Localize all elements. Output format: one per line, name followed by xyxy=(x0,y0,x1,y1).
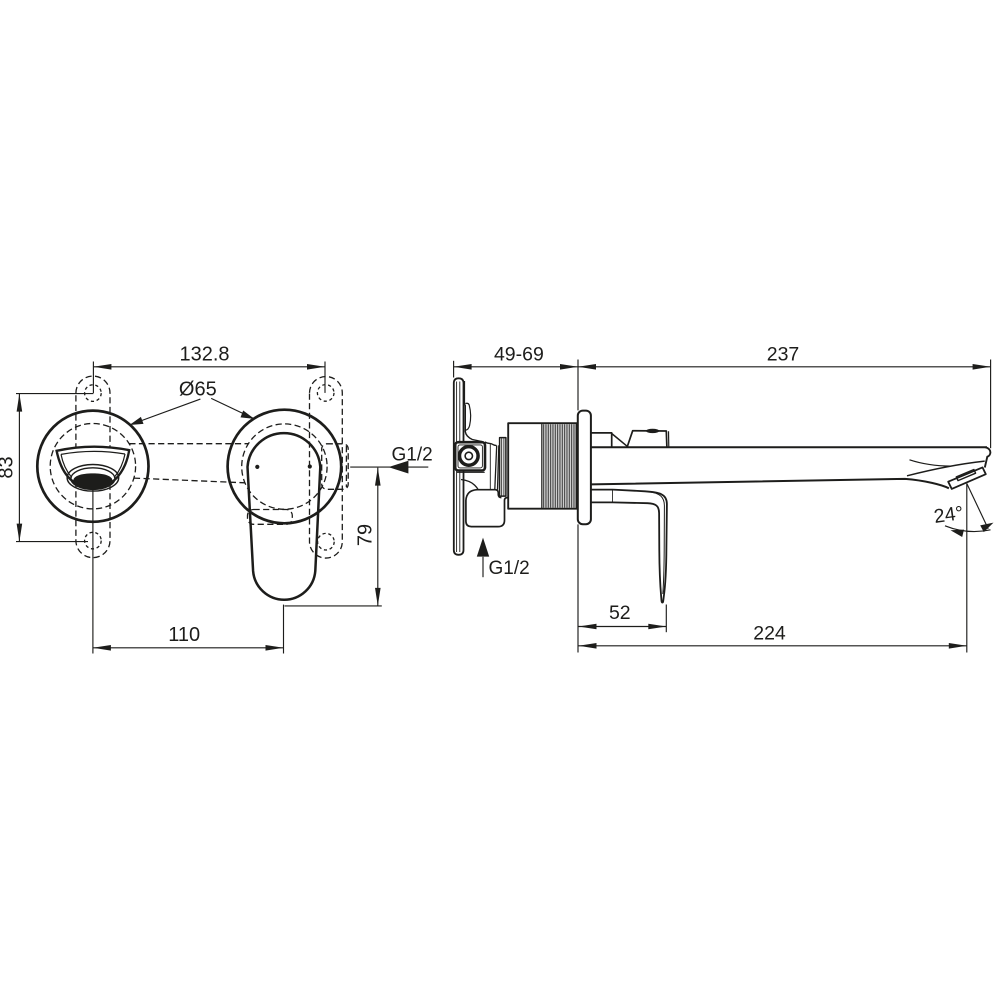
svg-text:49-69: 49-69 xyxy=(494,343,544,365)
svg-text:83: 83 xyxy=(0,456,18,478)
svg-text:132.8: 132.8 xyxy=(179,344,229,366)
svg-text:52: 52 xyxy=(609,602,631,624)
svg-text:G1/2: G1/2 xyxy=(489,558,530,579)
svg-text:G1/2: G1/2 xyxy=(392,444,433,465)
svg-text:224: 224 xyxy=(753,623,786,645)
svg-text:24°: 24° xyxy=(933,502,965,528)
svg-text:79: 79 xyxy=(354,524,376,546)
svg-text:110: 110 xyxy=(168,624,200,646)
svg-text:Ø65: Ø65 xyxy=(179,379,217,401)
svg-text:237: 237 xyxy=(767,343,800,365)
